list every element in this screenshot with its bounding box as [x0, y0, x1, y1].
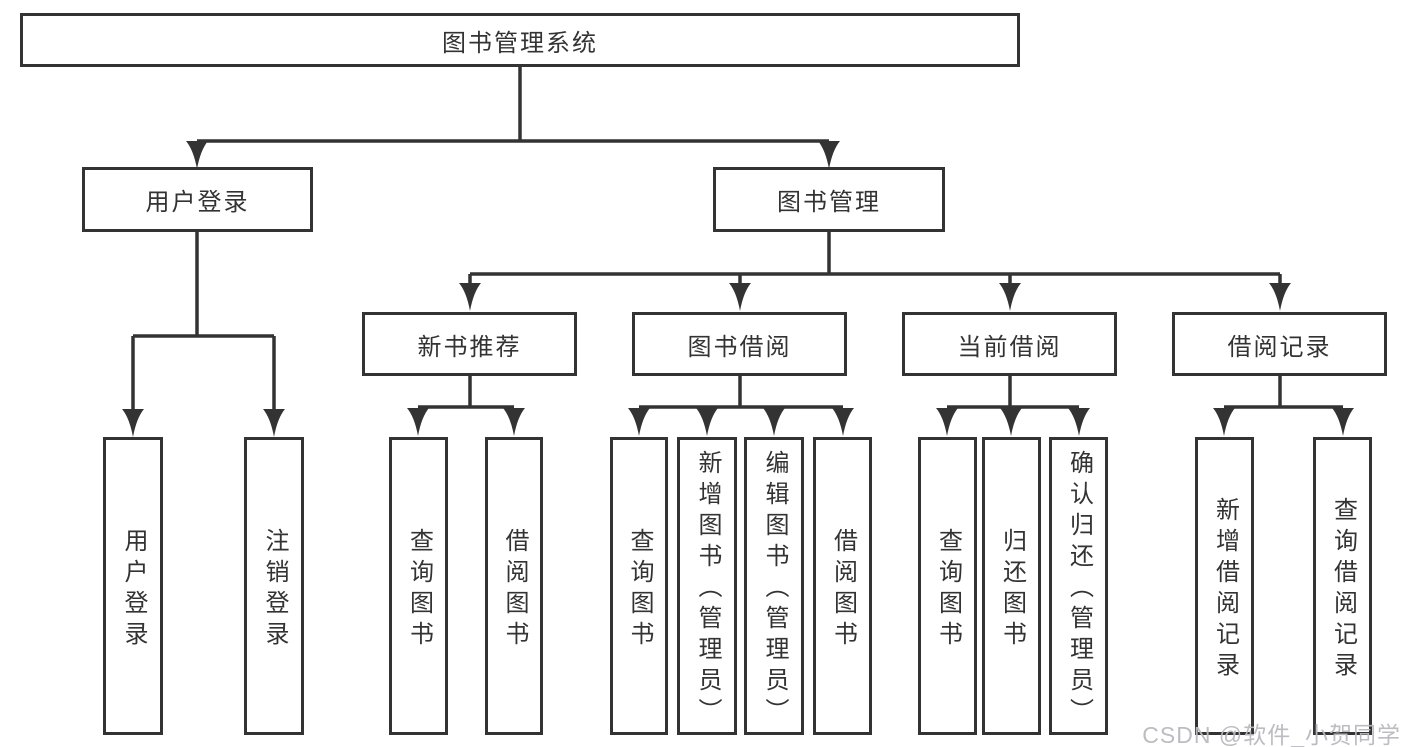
leaf-label: 借阅图书: [829, 527, 857, 652]
arrow-down-icon: [832, 408, 854, 436]
arrow-down-icon: [407, 408, 429, 436]
arrow-down-icon: [503, 408, 525, 436]
node-borrow-records: 借阅记录: [1172, 312, 1387, 376]
arrow-down-icon: [1269, 283, 1291, 311]
leaf-label: 归还图书: [998, 527, 1026, 652]
leaf-edit-books-admin: 编辑图书（管理员）: [744, 437, 804, 735]
leaf-label: 查询借阅记录: [1329, 496, 1357, 683]
arrow-down-icon: [1000, 408, 1022, 436]
connector-records-children: [1224, 374, 1343, 409]
node-book-management: 图书管理: [713, 167, 945, 232]
node-current-borrow: 当前借阅: [902, 312, 1117, 376]
connector-root-to-level2: [197, 67, 829, 143]
leaf-label: 新增借阅记录: [1211, 496, 1239, 683]
leaf-label: 借阅图书: [501, 527, 528, 652]
leaf-query-books-recommend: 查询图书: [389, 437, 448, 735]
node-library-management-system: 图书管理系统: [20, 13, 1020, 67]
leaf-label: 编辑图书（管理员）: [761, 450, 788, 729]
leaf-add-borrow-record: 新增借阅记录: [1195, 437, 1254, 735]
node-book-borrow: 图书借阅: [632, 312, 847, 376]
leaf-return-books: 归还图书: [982, 437, 1041, 735]
leaf-query-books-current: 查询图书: [918, 437, 977, 735]
arrow-down-icon: [763, 408, 785, 436]
leaf-label: 新增图书（管理员）: [694, 450, 721, 729]
arrow-down-icon: [1332, 408, 1354, 436]
node-user-login: 用户登录: [82, 167, 313, 232]
leaf-borrow-books: 借阅图书: [813, 437, 872, 735]
leaf-confirm-return-admin: 确认归还（管理员）: [1049, 437, 1108, 735]
leaf-logout: 注销登录: [244, 437, 304, 735]
connector-current-children: [947, 374, 1079, 409]
arrow-down-icon: [263, 409, 285, 437]
arrow-down-icon: [1213, 408, 1235, 436]
csdn-watermark: CSDN @软件_小贺同学: [1142, 722, 1401, 747]
leaf-query-books-borrow: 查询图书: [610, 437, 668, 735]
leaf-add-books-admin: 新增图书（管理员）: [677, 437, 737, 735]
leaf-label: 查询图书: [934, 527, 962, 652]
leaf-label: 查询图书: [626, 527, 653, 652]
connector-user-login-children: [131, 230, 276, 410]
connector-borrow-children: [639, 374, 843, 409]
leaf-label: 用户登录: [120, 527, 147, 652]
arrow-down-icon: [122, 409, 144, 437]
leaf-borrow-books-recommend: 借阅图书: [485, 437, 543, 735]
leaf-label: 查询图书: [405, 527, 433, 652]
arrow-down-icon: [696, 408, 718, 436]
arrow-down-icon: [999, 283, 1021, 311]
arrow-down-icon: [729, 283, 751, 311]
arrow-down-icon: [818, 141, 840, 169]
arrow-down-icon: [628, 408, 650, 436]
connector-recommend-children: [418, 374, 514, 409]
connector-book-management-to-level3: [468, 230, 1282, 283]
node-new-book-recommend: 新书推荐: [362, 312, 577, 376]
arrow-down-icon: [186, 141, 208, 169]
arrow-down-icon: [936, 408, 958, 436]
leaf-query-borrow-record: 查询借阅记录: [1313, 437, 1372, 735]
arrow-down-icon: [1068, 408, 1090, 436]
leaf-label: 确认归还（管理员）: [1065, 450, 1093, 729]
leaf-label: 注销登录: [261, 527, 288, 652]
leaf-user-login: 用户登录: [103, 437, 163, 735]
arrow-down-icon: [459, 283, 481, 311]
